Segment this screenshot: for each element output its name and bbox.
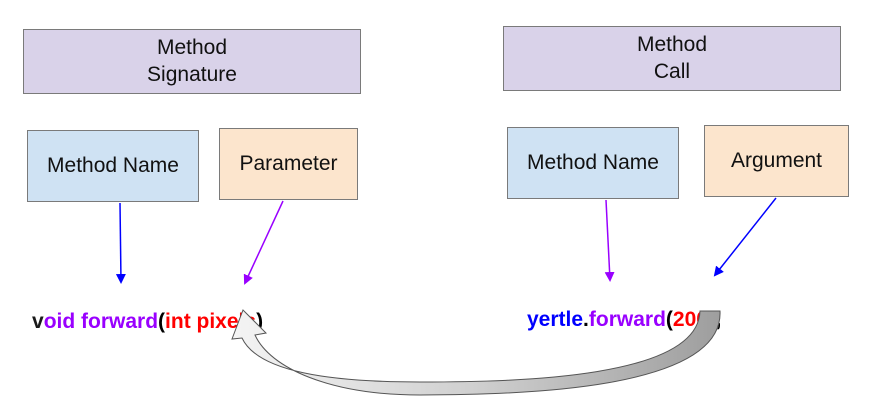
call-header-line2: Call — [653, 59, 691, 83]
argument-label: Argument — [730, 148, 823, 172]
method-call-code: yertle.forward(200); — [527, 284, 722, 332]
signature-name-arrow — [115, 202, 126, 284]
signature-method-name-box: Method Name — [27, 130, 199, 202]
argument-arrow — [713, 197, 777, 277]
code-dot: . — [583, 308, 589, 331]
code-void-v: v — [32, 310, 44, 333]
signature-method-name-label: Method Name — [47, 153, 179, 177]
parameter-box: Parameter — [219, 128, 358, 200]
method-signature-header: Method Signature — [23, 29, 361, 94]
code-call-open-paren: ( — [665, 308, 673, 331]
code-yertle: yertle — [527, 308, 584, 331]
code-forward: forward — [81, 310, 159, 333]
parameter-arrow — [243, 200, 284, 285]
parameter-label: Parameter — [239, 151, 338, 175]
method-call-header: Method Call — [503, 26, 841, 91]
code-open-paren: ( — [158, 310, 166, 333]
call-method-name-box: Method Name — [507, 127, 679, 199]
code-call-forward: forward — [588, 308, 666, 331]
call-name-arrow — [604, 199, 615, 282]
argument-to-parameter-curved-arrow — [231, 309, 721, 396]
call-header-line1: Method — [636, 33, 708, 57]
signature-header-line1: Method — [156, 36, 228, 60]
call-method-name-label: Method Name — [527, 150, 659, 174]
argument-box: Argument — [704, 125, 849, 197]
code-void-rest: oid — [43, 310, 82, 333]
signature-header-line2: Signature — [147, 62, 237, 86]
code-close-paren: ) — [256, 310, 264, 333]
